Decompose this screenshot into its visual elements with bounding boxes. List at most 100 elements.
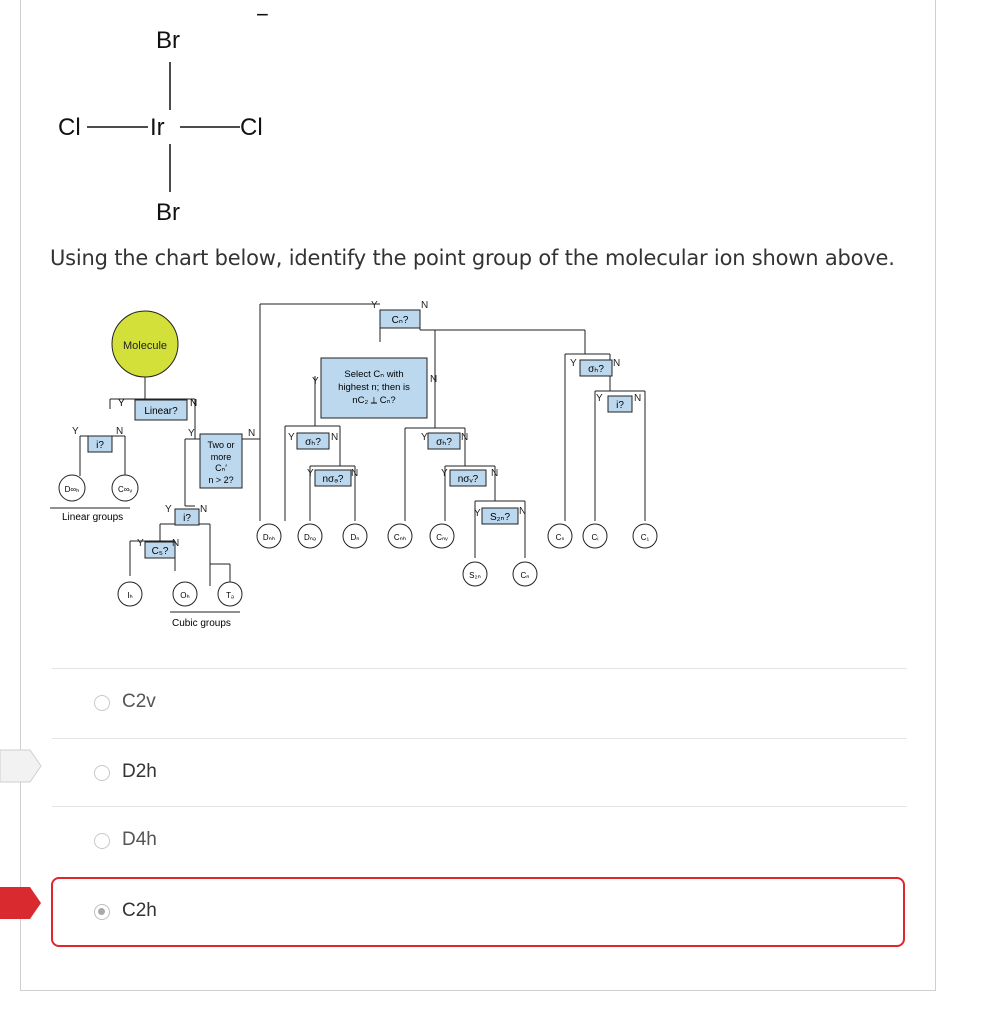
group-c1-label: C₁ [641,533,650,542]
group-dn [342,523,368,549]
answer-option-label: C2v [122,691,156,712]
yn-label: Y [596,393,603,404]
yn-label: N [613,358,620,369]
group-dnh [256,523,282,549]
yn-label: Y [474,508,481,519]
yn-label: Y [371,300,378,311]
inversion-label-linear: i? [96,440,104,451]
yn-label: N [172,538,179,549]
group-s2n-label: S₂ₙ [469,571,481,580]
group-td-label: Tₔ [226,591,234,600]
radio-button[interactable] [94,695,110,711]
select-cn-box [320,357,428,419]
answer-option-d4h[interactable]: D4h [52,808,907,876]
group-oh-label: Oₕ [180,591,189,600]
atom-center-ir: Ir [150,114,165,141]
atom-top-br: Br [156,27,180,54]
cubic-groups-caption: Cubic groups [172,618,231,629]
group-c1 [632,523,658,549]
charge-label: − [256,2,269,27]
select-line3: nC₂ ⟂ Cₙ? [352,395,395,406]
yn-label: N [491,468,498,479]
two-or-more-line2: more [211,452,232,462]
c5-box [144,541,176,559]
group-cnv [429,523,455,549]
selected-answer-flag [0,887,41,919]
yn-label: Y [312,376,319,387]
group-s2n [462,561,488,587]
yn-label: Y [307,468,314,479]
sigma-h-label-far: σₕ? [588,364,604,375]
group-dinfh-label: D∞ₕ [65,485,80,494]
sigma-h-label-right: σₕ? [436,437,452,448]
yn-label: N [430,374,437,385]
yn-label: Y [441,468,448,479]
radio-button[interactable] [94,765,110,781]
inversion-box-linear [87,435,113,453]
group-cnh [387,523,413,549]
yn-label: N [421,300,428,311]
answer-option-c2h[interactable]: C2h [52,879,907,947]
radio-button[interactable] [94,833,110,849]
yn-label: Y [421,432,428,443]
group-cs-label: Cₛ [556,533,565,542]
two-or-more-line4: n > 2? [208,475,233,485]
linear-no: N [190,398,197,409]
yn-label: N [461,432,468,443]
group-ih-label: Iₕ [127,591,132,600]
yn-label: Y [288,432,295,443]
group-cinfv [111,474,139,502]
select-line2: highest n; then is [338,382,410,393]
molecule-node-label: Molecule [123,340,167,352]
sigma-v-box [449,469,487,487]
sigma-d-label: nσₔ? [322,474,343,485]
option-divider [52,738,907,739]
yn-label: N [351,468,358,479]
inversion-label-far: i? [616,400,624,411]
radio-button-selected[interactable] [94,904,110,920]
cn-label: Cₙ? [392,315,409,326]
selected-answer-highlight [51,877,905,947]
yn-label: N [116,426,123,437]
two-or-more-line3: Cₙ′ [215,463,227,473]
group-cnh-label: Cₙₕ [394,533,406,542]
linear-question-box [134,399,188,421]
group-dnd-label: Dₙₔ [304,533,316,542]
option-pointer-flag [0,749,42,783]
cn-box [379,309,421,329]
group-ih [117,581,143,607]
group-cn [512,561,538,587]
group-dnd [297,523,323,549]
group-td [217,581,243,607]
atom-right-cl: Cl [240,114,263,141]
two-or-more-box [199,433,243,489]
group-cs [547,523,573,549]
yn-label: N [248,428,255,439]
yn-label: Y [137,538,144,549]
point-group-flowchart: Molecule Linear? Y N i? D∞ₕ C∞ᵥ Linear g… [50,300,658,629]
answer-option-label: C2h [122,900,157,921]
atom-bottom-br: Br [156,199,180,226]
sigma-h-box-right [427,432,461,450]
yn-label: N [200,504,207,515]
yn-label: Y [165,504,172,515]
linear-yes: Y [118,398,125,409]
sigma-h-box-left [296,432,330,450]
group-dinfh [58,474,86,502]
yn-label: Y [188,428,195,439]
group-ci [582,523,608,549]
molecule-node [111,310,179,378]
sigma-h-label-left: σₕ? [305,437,321,448]
option-divider [52,668,907,669]
answer-option-c2v[interactable]: C2v [52,670,907,738]
group-cn-label: Cₙ [521,571,530,580]
answer-option-d2h[interactable]: D2h [52,740,907,808]
question-card [20,0,936,991]
s2n-label: S₂ₙ? [490,512,511,523]
s2n-box [481,507,519,525]
linear-groups-caption: Linear groups [62,512,123,523]
select-line1: Select Cₙ with [344,369,403,380]
sigma-d-box [314,469,352,487]
inversion-label-cubic: i? [183,513,191,524]
yn-label: N [634,393,641,404]
